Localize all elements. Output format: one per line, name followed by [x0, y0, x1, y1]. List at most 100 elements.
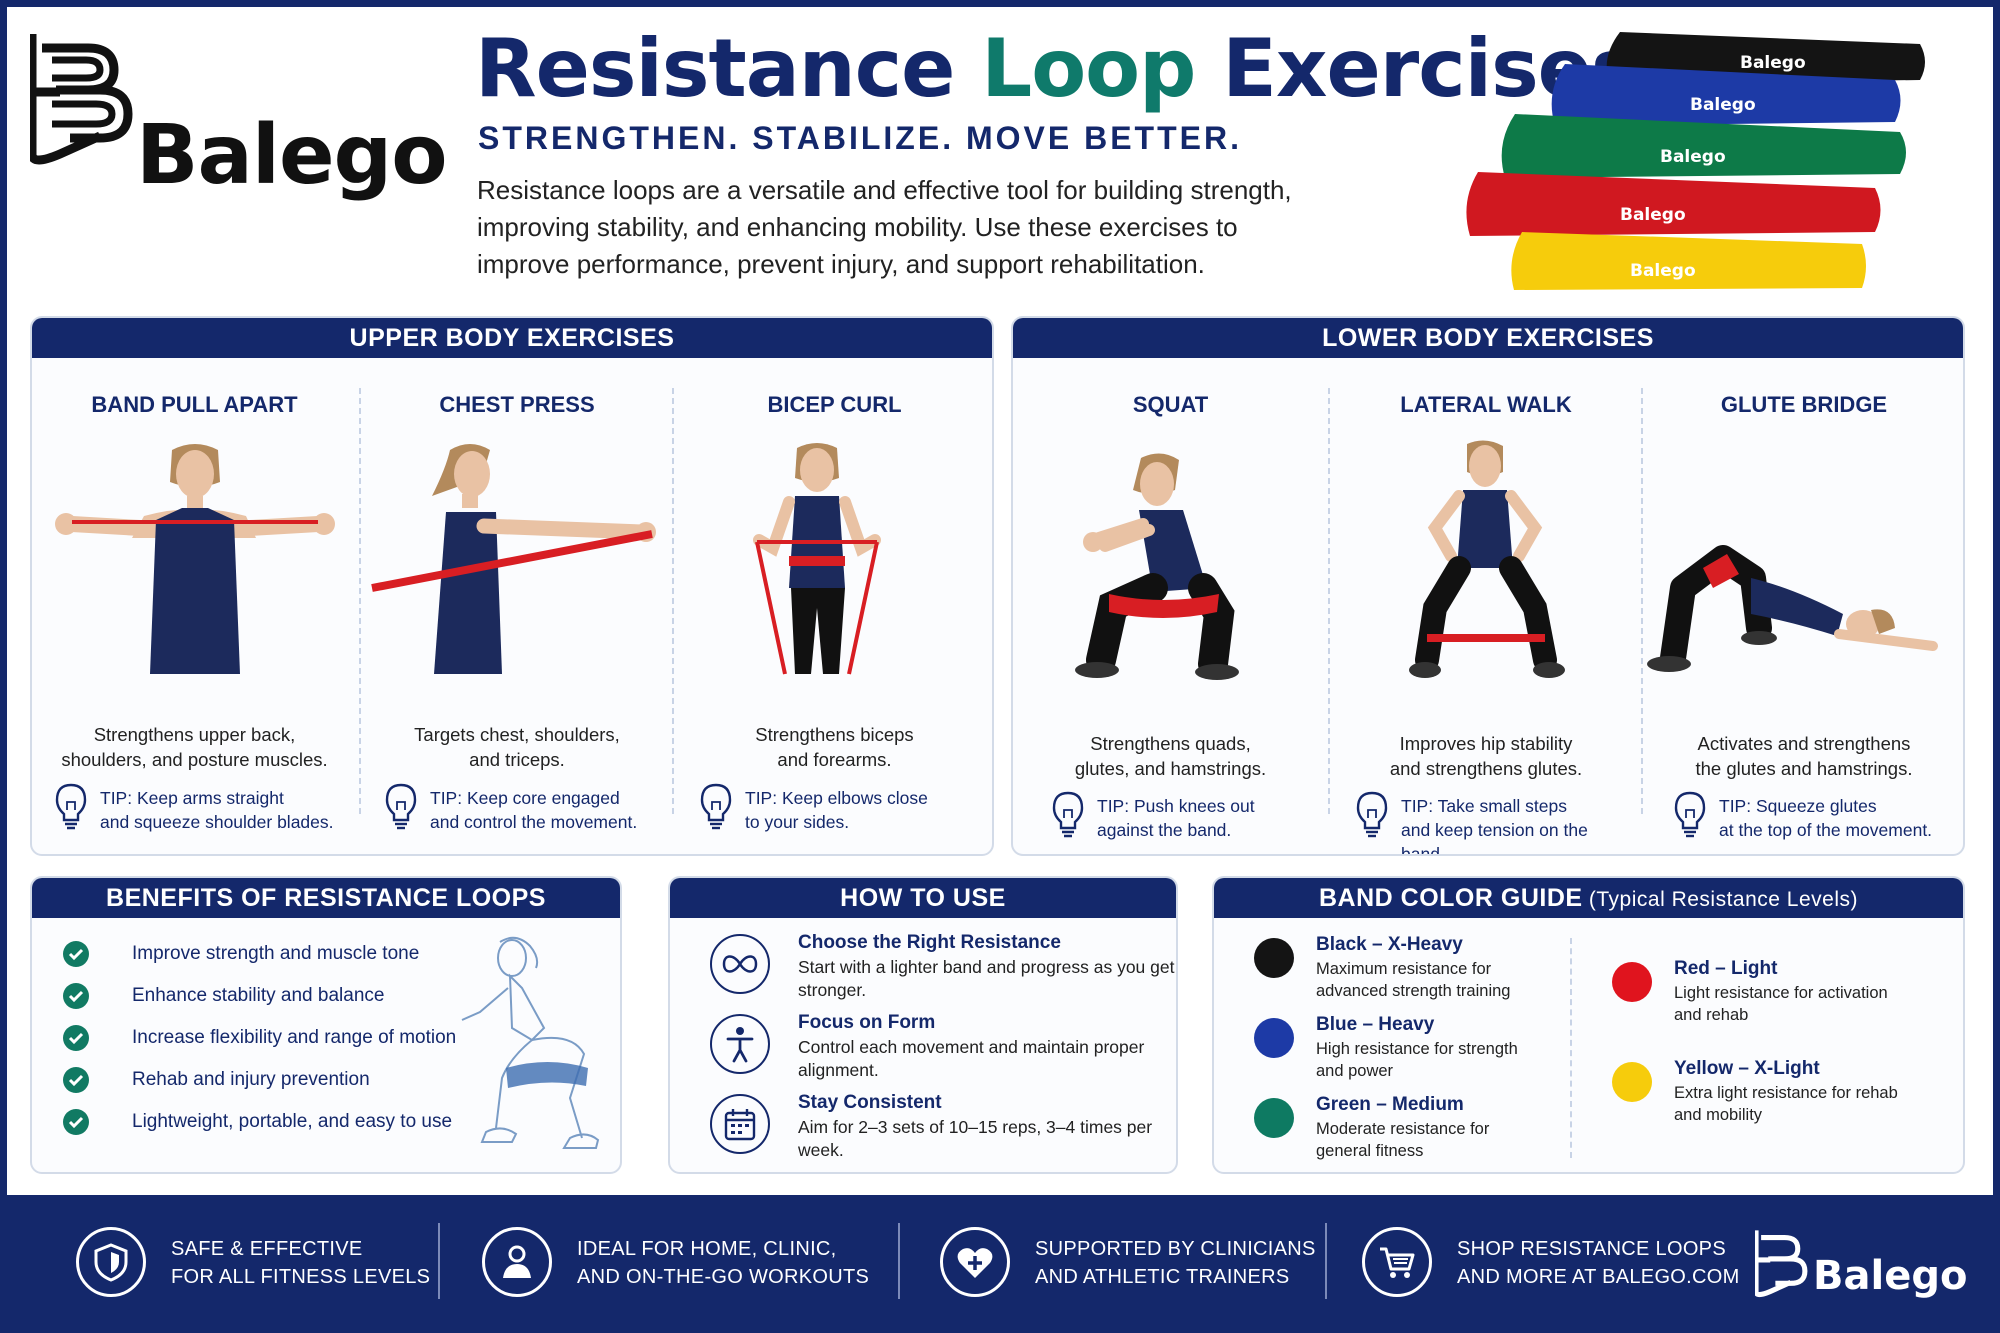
tip-line-2: and control the movement. [430, 812, 638, 832]
color-guide-panel: BAND COLOR GUIDE (Typical Resistance Lev… [1212, 876, 1965, 1174]
color-level-title: Yellow – X-Light [1674, 1058, 1820, 1079]
band-black-label: Balego [1740, 53, 1806, 73]
lightbulb-icon [55, 783, 87, 830]
color-level-blue: Blue – Heavy High resistance for strengt… [1254, 1014, 1554, 1094]
exercise-tip: TIP: Keep arms straight and squeeze shou… [54, 782, 349, 838]
shield-icon [76, 1227, 146, 1297]
exercise-tip: TIP: Push knees out against the band. [1051, 790, 1320, 846]
exercise-tip: TIP: Squeeze glutes at the top of the mo… [1673, 790, 1957, 846]
tip-text: TIP: Take small steps and keep tension o… [1401, 794, 1633, 854]
benefit-text: Increase flexibility and range of motion [132, 1027, 457, 1048]
lightbulb-icon [1356, 791, 1388, 838]
how-step-text: Start with a lighter band and progress a… [798, 957, 1175, 1000]
exercise-lateral-walk: LATERAL WALK Improves hip stability and … [1331, 358, 1641, 854]
infinity-icon [710, 934, 770, 994]
desc-line-2: the glutes and hamstrings. [1695, 758, 1913, 779]
yellow-swatch [1612, 1062, 1652, 1102]
benefits-panel: BENEFITS OF RESISTANCE LOOPS Improve str… [30, 876, 622, 1174]
exercise-description: Activates and strengthens the glutes and… [1643, 731, 1963, 781]
color-level-desc: Maximum resistance for advanced strength… [1316, 960, 1511, 1000]
color-guide-subtitle: (Typical Resistance Levels) [1582, 888, 1858, 911]
desc-line-1: Targets chest, shoulders, [414, 724, 620, 745]
title-part-1: Resistance [475, 22, 982, 115]
check-circle-icon [63, 1067, 89, 1093]
color-guide-heading: BAND COLOR GUIDE (Typical Resistance Lev… [1214, 878, 1963, 918]
lower-body-heading: LOWER BODY EXERCISES [1013, 318, 1963, 358]
footer-text: IDEAL FOR HOME, CLINIC, AND ON-THE-GO WO… [577, 1235, 897, 1291]
upper-body-panel: UPPER BODY EXERCISES BAND PULL APART Str… [30, 316, 994, 856]
band-red: Balego [1466, 172, 1881, 236]
desc-line-1: Strengthens biceps [755, 724, 914, 745]
desc-line-2: shoulders, and posture muscles. [61, 749, 328, 770]
footer-line-2: FOR ALL FITNESS LEVELS [171, 1266, 431, 1288]
chest-press-figure [371, 444, 656, 674]
exercise-tip: TIP: Take small steps and keep tension o… [1355, 790, 1633, 854]
exercise-band-pull-apart: BAND PULL APART Strengthens upper back, … [32, 358, 357, 854]
color-level-green: Green – Medium Moderate resistance for g… [1254, 1094, 1554, 1172]
desc-line-1: Strengthens upper back, [93, 724, 296, 745]
footer-line-2: AND MORE AT BALEGO.COM [1457, 1266, 1740, 1288]
benefit-text: Lightweight, portable, and easy to use [132, 1111, 453, 1132]
tip-line-1: TIP: Keep core engaged [430, 788, 620, 808]
footer-line-1: SAFE & EFFECTIVE [171, 1238, 363, 1260]
benefits-heading: BENEFITS OF RESISTANCE LOOPS [32, 878, 620, 918]
desc-line-2: and forearms. [777, 749, 892, 770]
squat-sketch-illustration [461, 936, 600, 1149]
exercise-description: Strengthens biceps and forearms. [677, 722, 992, 772]
intro-paragraph: Resistance loops are a versatile and eff… [477, 175, 1292, 279]
check-circle-icon [63, 941, 89, 967]
tip-line-1: TIP: Keep arms straight [100, 788, 284, 808]
calendar-icon [710, 1094, 770, 1154]
how-to-use-heading: HOW TO USE [670, 878, 1176, 918]
color-level-title: Green – Medium [1316, 1094, 1464, 1115]
color-guide-divider [1570, 938, 1572, 1158]
tip-line-1: TIP: Take small steps [1401, 796, 1567, 816]
brand-logo[interactable]: Balego [30, 30, 448, 203]
lightbulb-icon [1052, 791, 1084, 838]
person-icon [710, 1014, 770, 1074]
desc-line-1: Activates and strengthens [1697, 733, 1911, 754]
footer-logo[interactable]: Balego [1755, 1215, 1975, 1315]
exercise-bicep-curl: BICEP CURL Strengthens biceps and forear… [677, 358, 992, 854]
band-yellow: Balego [1511, 232, 1866, 290]
exercise-title: BAND PULL APART [91, 392, 298, 417]
benefit-text: Rehab and injury prevention [132, 1069, 370, 1090]
how-step-title: Choose the Right Resistance [798, 932, 1061, 953]
footer-text: SHOP RESISTANCE LOOPS AND MORE AT BALEGO… [1457, 1235, 1777, 1291]
band-yellow-label: Balego [1630, 261, 1696, 281]
title-accent: Loop [981, 22, 1196, 115]
band-green: Balego [1501, 114, 1906, 178]
desc-line-1: Improves hip stability [1399, 733, 1573, 754]
tip-line-1: TIP: Squeeze glutes [1719, 796, 1877, 816]
column-divider [1641, 388, 1643, 814]
bicep-curl-figure [753, 443, 881, 675]
tip-text: TIP: Keep core engaged and control the m… [430, 786, 637, 834]
exercise-description: Strengthens quads, glutes, and hamstring… [1013, 731, 1328, 781]
footer-line-1: SHOP RESISTANCE LOOPS [1457, 1238, 1726, 1260]
blue-swatch [1254, 1018, 1294, 1058]
exercise-description: Strengthens upper back, shoulders, and p… [32, 722, 357, 772]
footer-line-2: AND ON-THE-GO WORKOUTS [577, 1266, 870, 1288]
check-circle-icon [63, 1109, 89, 1135]
tip-text: TIP: Squeeze glutes at the top of the mo… [1719, 794, 1932, 842]
exercise-glute-bridge: GLUTE BRIDGE Activates and strengthens t… [1643, 358, 1963, 854]
exercise-title: SQUAT [1132, 392, 1209, 417]
color-level-desc: Light resistance for activation and reha… [1674, 984, 1888, 1024]
lightbulb-icon [385, 783, 417, 830]
exercise-description: Targets chest, shoulders, and triceps. [362, 722, 672, 772]
brand-name: Balego [136, 108, 448, 203]
color-level-desc: High resistance for strength and power [1316, 1040, 1518, 1080]
exercise-chest-press: CHEST PRESS Targets chest, shoulders, an… [362, 358, 672, 854]
tip-line-2: at the top of the movement. [1719, 820, 1933, 840]
color-level-title: Red – Light [1674, 958, 1778, 979]
footer-divider [898, 1223, 900, 1299]
how-step: Choose the Right Resistance Start with a… [710, 932, 1174, 1010]
footer-text: SUPPORTED BY CLINICIANS AND ATHLETIC TRA… [1035, 1235, 1355, 1291]
how-to-use-panel: HOW TO USE Choose the Right Resistance S… [668, 876, 1178, 1174]
tip-text: TIP: Keep arms straight and squeeze shou… [100, 786, 334, 834]
tip-text: TIP: Keep elbows close to your sides. [745, 786, 928, 834]
band-pull-apart-figure [55, 444, 335, 674]
tip-line-2: and squeeze shoulder blades. [100, 812, 334, 832]
black-swatch [1254, 938, 1294, 978]
heart-plus-icon [940, 1227, 1010, 1297]
